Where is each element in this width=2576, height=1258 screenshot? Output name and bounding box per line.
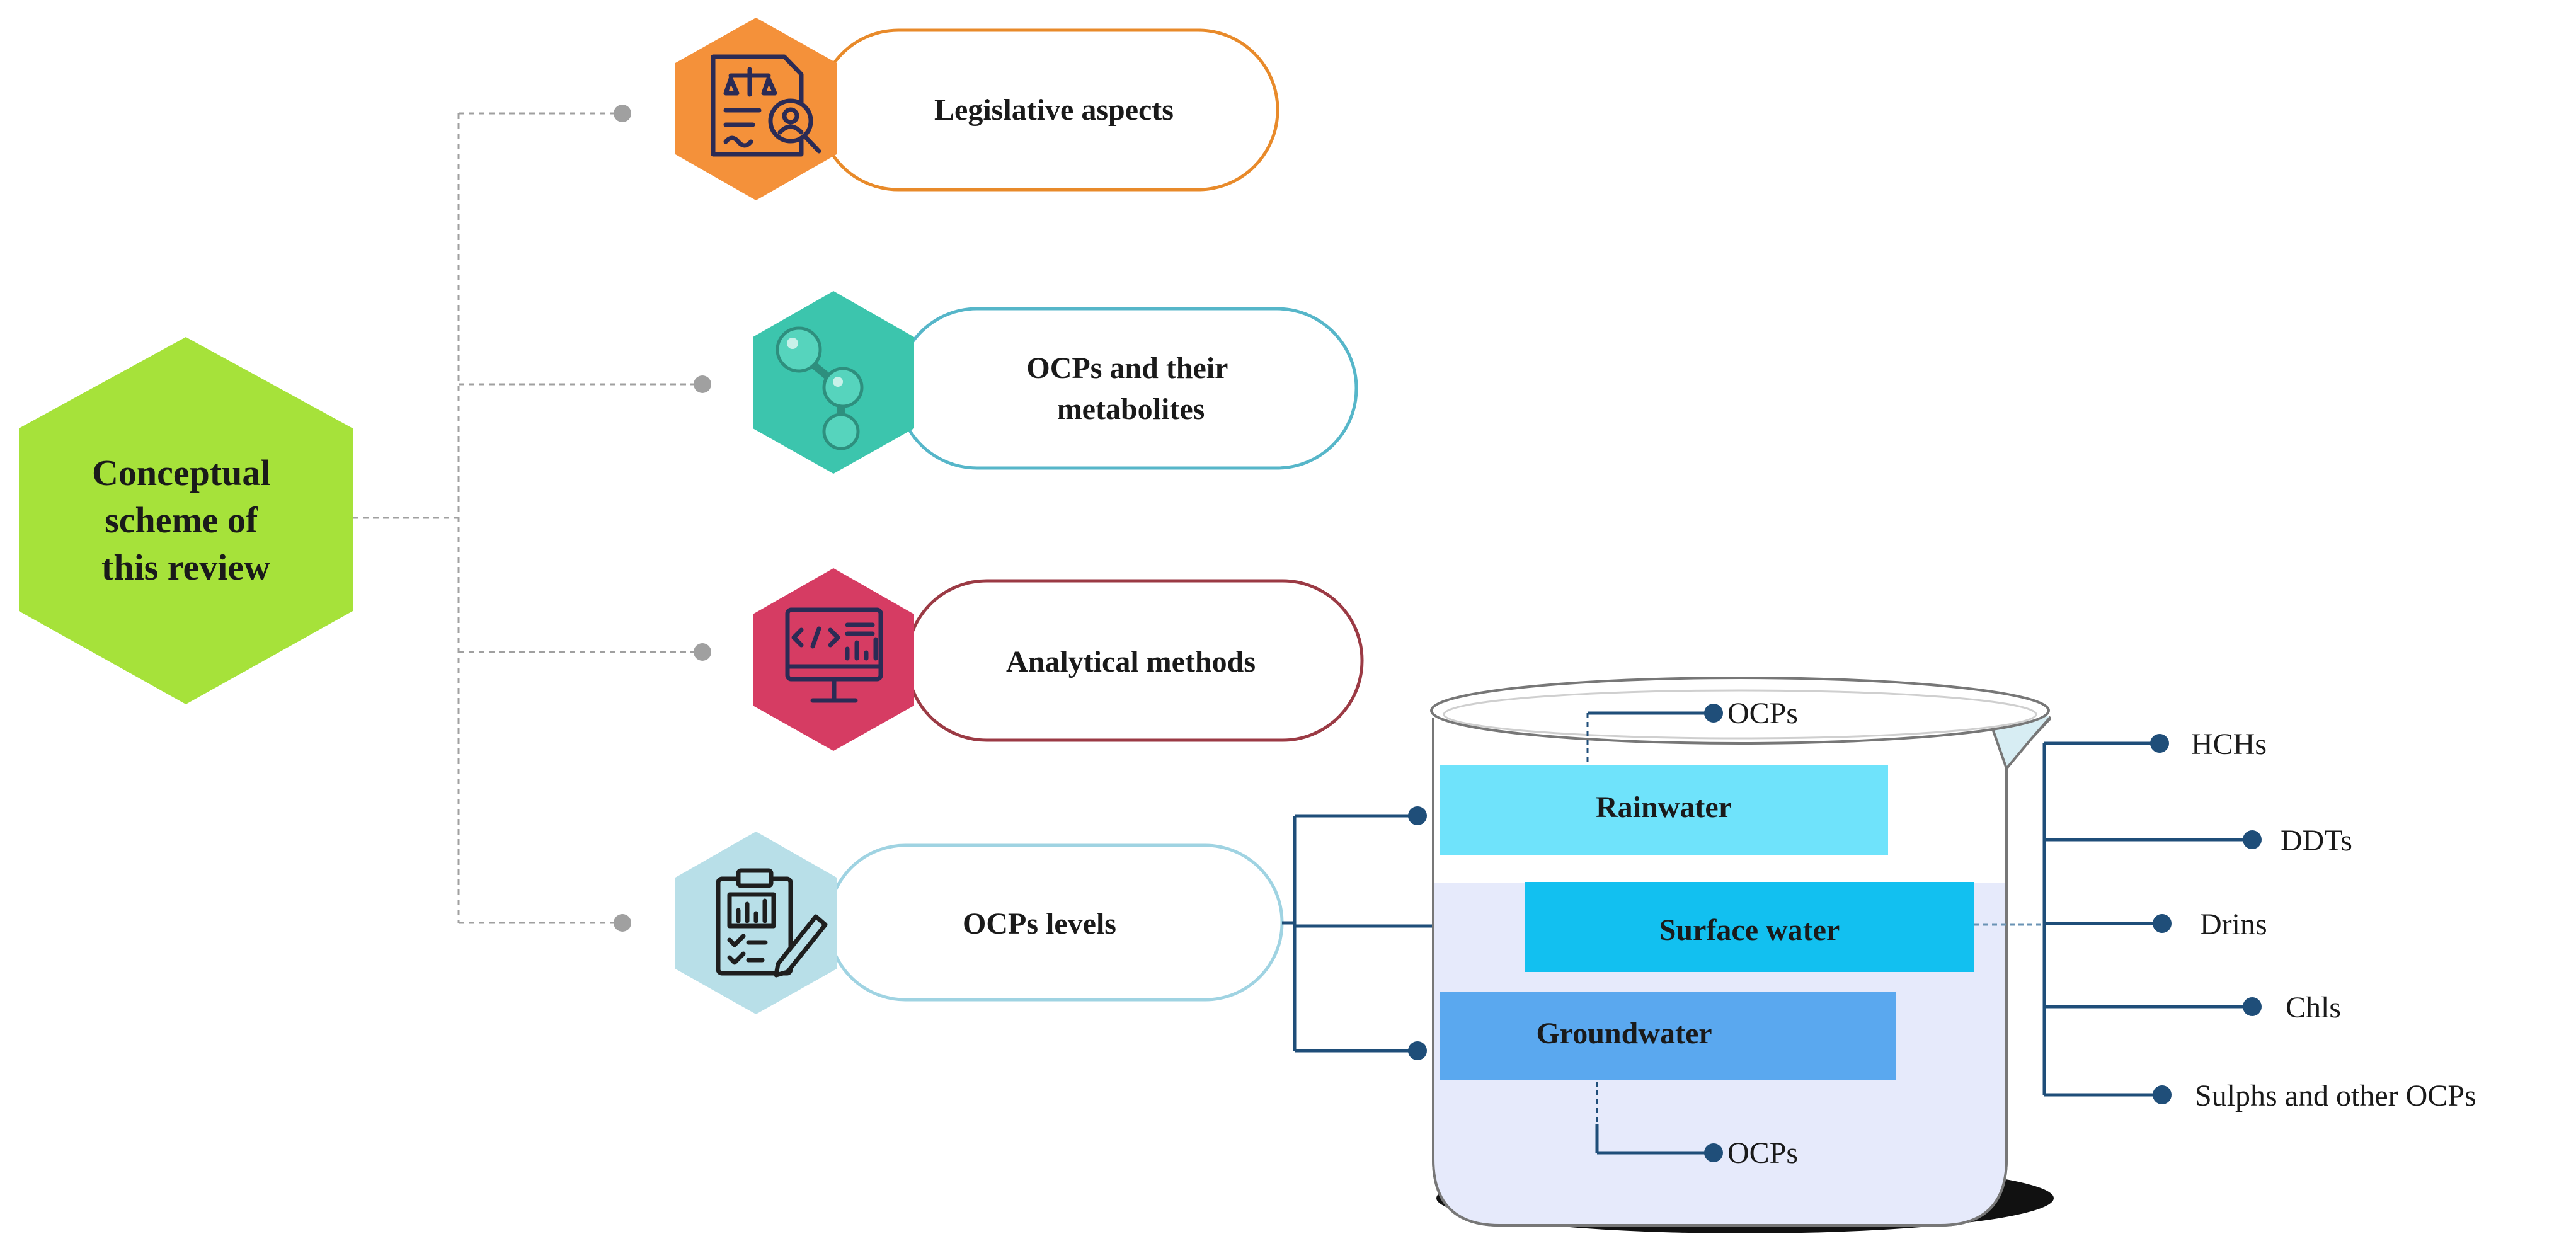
connector-dot <box>1408 806 1427 825</box>
center-label-line: this review <box>101 547 270 588</box>
layer-label: Surface water <box>1659 913 1840 947</box>
svg-text:OCPs levels: OCPs levels <box>963 907 1116 941</box>
connector-dot <box>694 643 711 661</box>
connector-dot <box>694 375 711 393</box>
layer-groundwater <box>1440 992 1896 1080</box>
beaker: OCPs Rainwater Surface water Groundwater… <box>1430 677 2054 1233</box>
connector-dot <box>1704 704 1723 723</box>
branch-analytical: Analytical methods <box>753 568 1364 751</box>
ocp-class-label: DDTs <box>2281 824 2352 857</box>
beaker-outline <box>1432 718 2008 1227</box>
branch-ocps-metabolites: OCPs and their metabolites <box>753 291 1358 474</box>
connector-dot <box>2150 734 2169 753</box>
connector-dot <box>2153 1085 2172 1104</box>
branch-hexagon <box>753 568 914 751</box>
ocp-class-label: Drins <box>2200 908 2267 941</box>
connector-dot <box>2243 997 2262 1016</box>
connector-dots <box>614 105 711 932</box>
svg-text:Analytical methods: Analytical methods <box>1006 645 1256 678</box>
connector-dot <box>614 105 631 122</box>
connector-dot <box>2153 914 2172 933</box>
top-ocps-label: OCPs <box>1727 697 1798 730</box>
legal-document-icon <box>711 54 821 157</box>
svg-text:Conceptual scheme of: Conceptual scheme of this review <box>92 452 280 588</box>
ocp-class-label: Sulphs and other OCPs <box>2195 1079 2476 1112</box>
center-connectors <box>353 112 702 924</box>
connector-dot <box>2243 830 2262 849</box>
branch-label-line: OCPs and their <box>1026 352 1228 385</box>
layer-surface-water <box>1525 882 1974 972</box>
ocp-class-label: HCHs <box>2191 728 2267 761</box>
branch-label-line: OCPs levels <box>963 907 1116 941</box>
molecule-icon <box>776 326 864 450</box>
center-node: Conceptual scheme of this review <box>19 337 353 704</box>
ocp-class-label: Chls <box>2286 991 2341 1024</box>
ocp-classes-labels: HCHs DDTs Drins Chls Sulphs and other OC… <box>2191 728 2476 1112</box>
layer-label: Rainwater <box>1596 791 1732 824</box>
branch-label-line: Legislative aspects <box>934 93 1174 127</box>
connector-dot <box>1704 1143 1723 1162</box>
connector-dot <box>614 914 631 932</box>
ocp-classes-bracket <box>2042 741 2252 1097</box>
ocp-classes-dots <box>2150 734 2262 1104</box>
svg-text:Legislative aspects: Legislative aspects <box>934 93 1174 127</box>
bottom-ocps-connector <box>1595 1124 1714 1155</box>
clipboard-chart-icon <box>716 868 828 978</box>
center-hexagon <box>19 337 353 704</box>
branch-levels: OCPs levels <box>675 832 1284 1014</box>
computer-code-chart-icon <box>785 607 883 703</box>
branch-pill <box>896 307 1358 470</box>
branch-label-line: metabolites <box>1057 392 1205 426</box>
branch-legislative: Legislative aspects <box>675 18 1279 200</box>
bottom-ocps-label: OCPs <box>1727 1136 1798 1170</box>
layer-label: Groundwater <box>1536 1017 1712 1050</box>
branch-label-line: Analytical methods <box>1006 645 1256 678</box>
layer-rainwater <box>1440 765 1888 855</box>
connector-dot <box>1408 1041 1427 1060</box>
center-label-line: scheme of <box>105 500 258 540</box>
svg-text:OCPs and their metabolit: OCPs and their metabolites <box>1026 352 1235 426</box>
center-label-line: Conceptual <box>92 452 271 493</box>
